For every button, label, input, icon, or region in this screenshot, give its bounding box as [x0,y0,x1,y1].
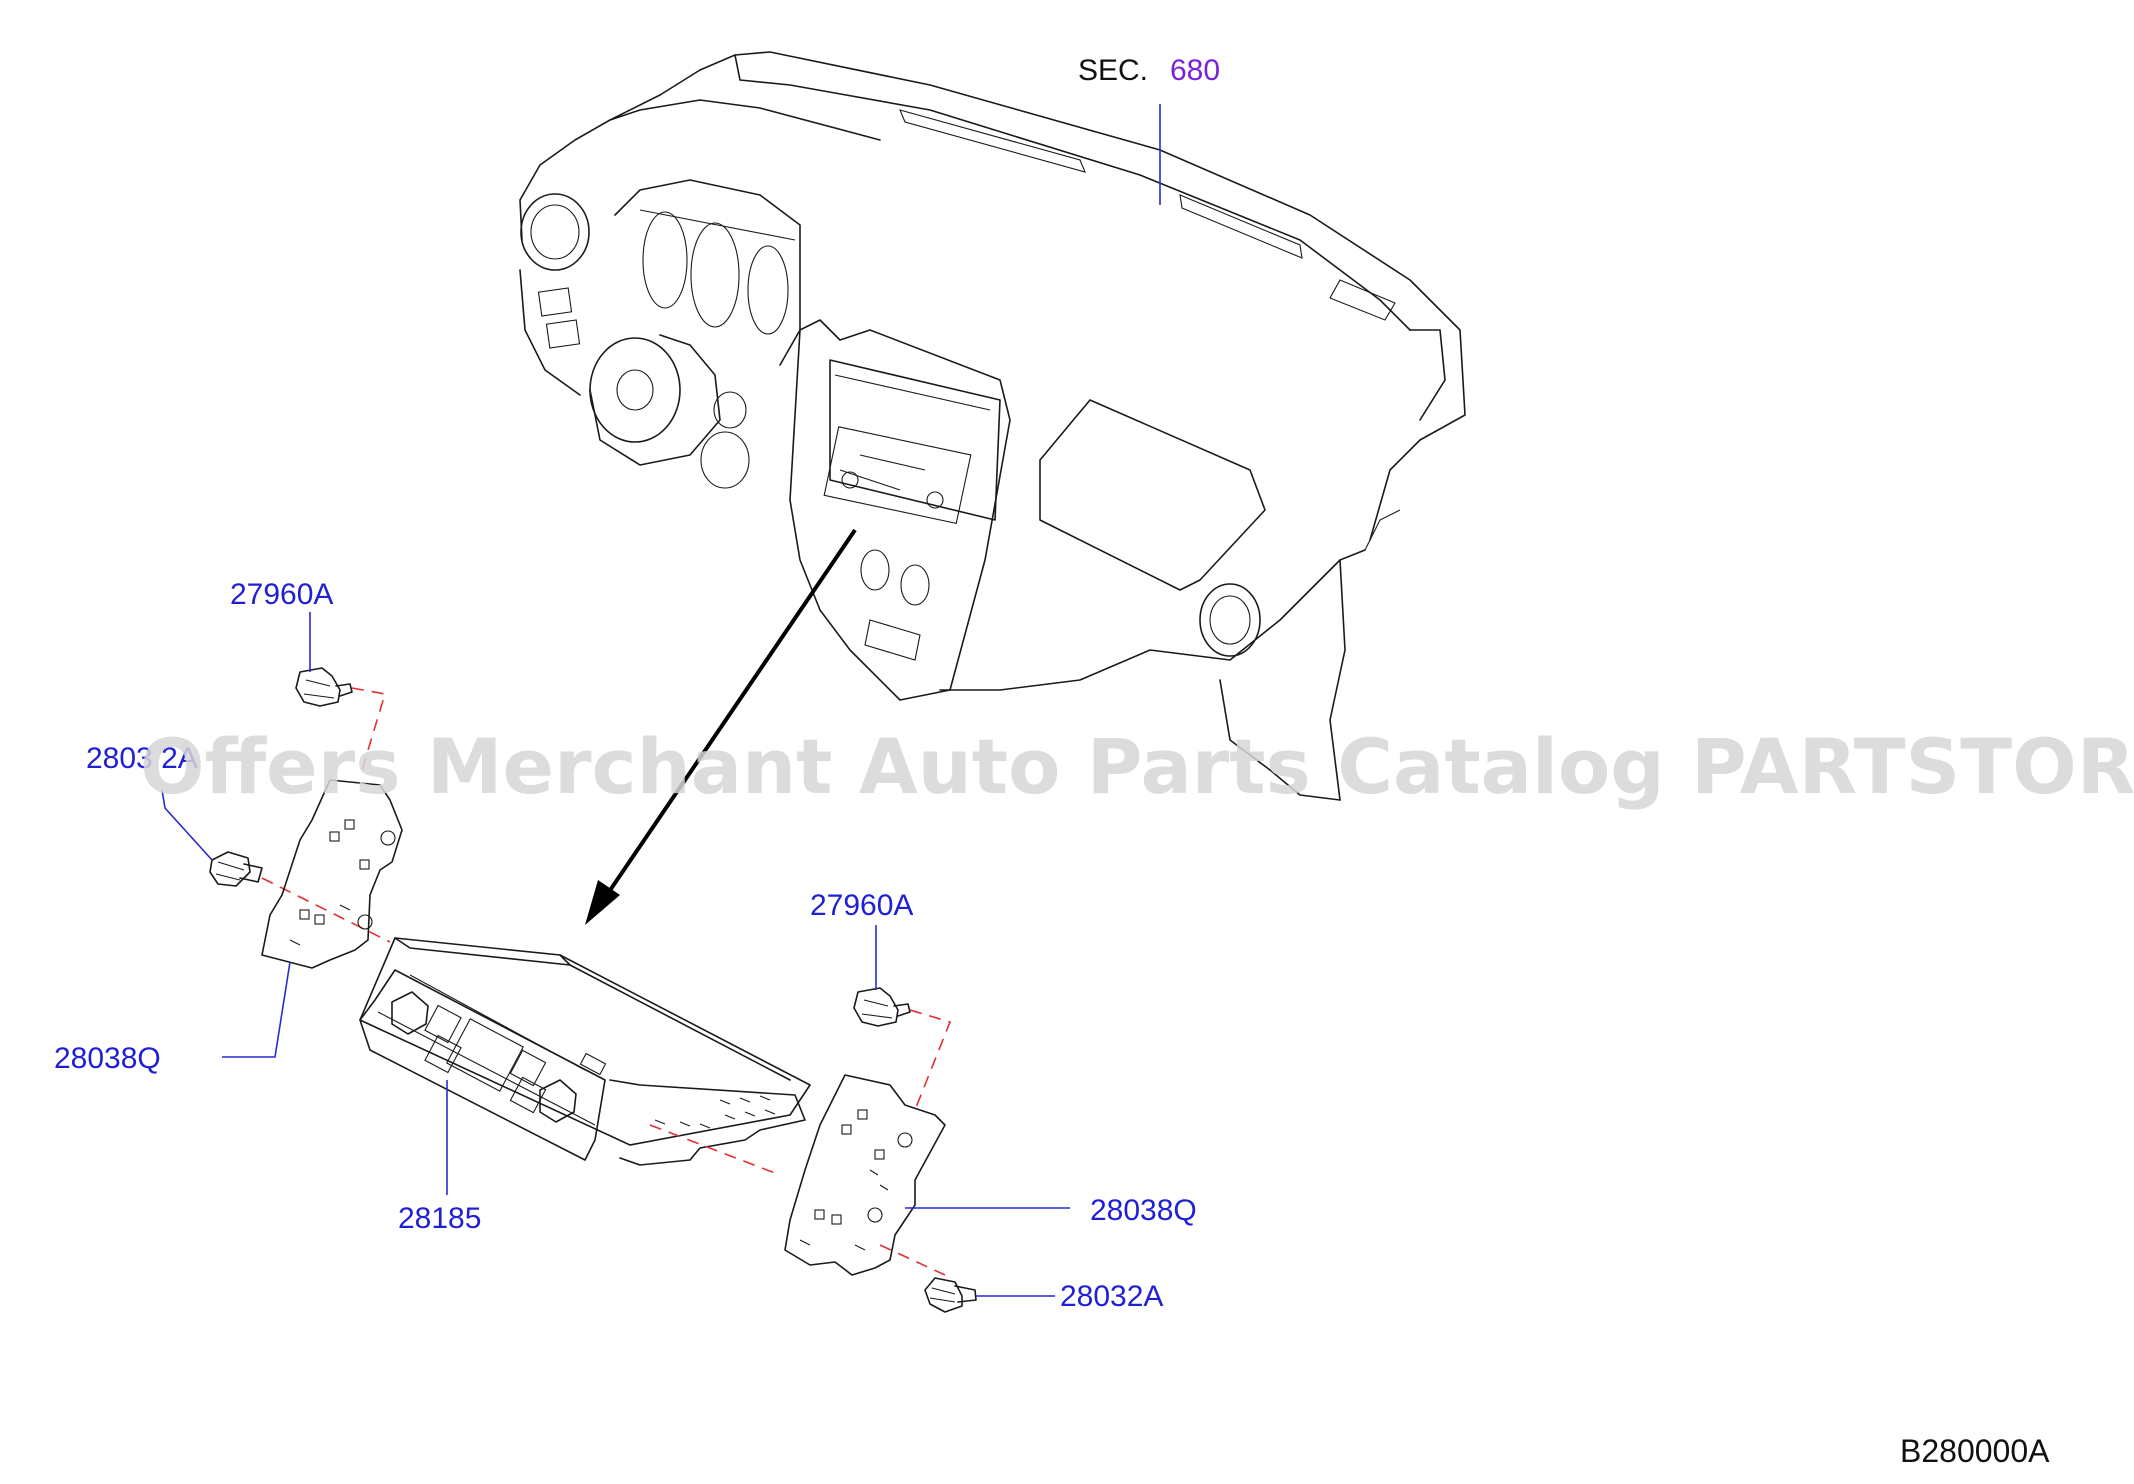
section-number: 680 [1170,54,1220,87]
bolt-left [209,851,263,887]
dashboard-assembly [519,51,1466,801]
leader-bolt-left [161,789,213,861]
assembly-line-unit-right [649,1124,781,1176]
watermark: Offers Merchant Auto Parts Catalog PARTS… [140,722,2134,811]
bolt-right [924,1277,977,1313]
assembly-line-screw-left [351,687,387,771]
label-bolt-right: 28032A [1060,1280,1163,1313]
assembly-line-screw-right [909,1009,952,1111]
assembly-line-bolt-right [879,1244,946,1276]
assembly-line-bolt-left [261,877,391,943]
screw-upper-left [295,667,353,707]
screw-upper-right [853,987,911,1027]
assembly-arrow [585,528,857,925]
audio-unit [359,937,811,1166]
leader-bracket-left [222,961,291,1058]
label-bracket-left: 28038Q [54,1042,161,1075]
label-screw-upper-left: 27960A [230,578,333,611]
label-bolt-left: 2803 2A [86,742,198,775]
diagram-code: B280000A [1900,1433,2050,1469]
bracket-left [261,779,403,969]
bracket-right [784,1074,946,1276]
label-screw-upper-right: 27960A [810,889,913,922]
label-audio-unit: 28185 [398,1202,481,1235]
label-bracket-right: 28038Q [1090,1194,1197,1227]
section-prefix: SEC. [1078,54,1148,87]
